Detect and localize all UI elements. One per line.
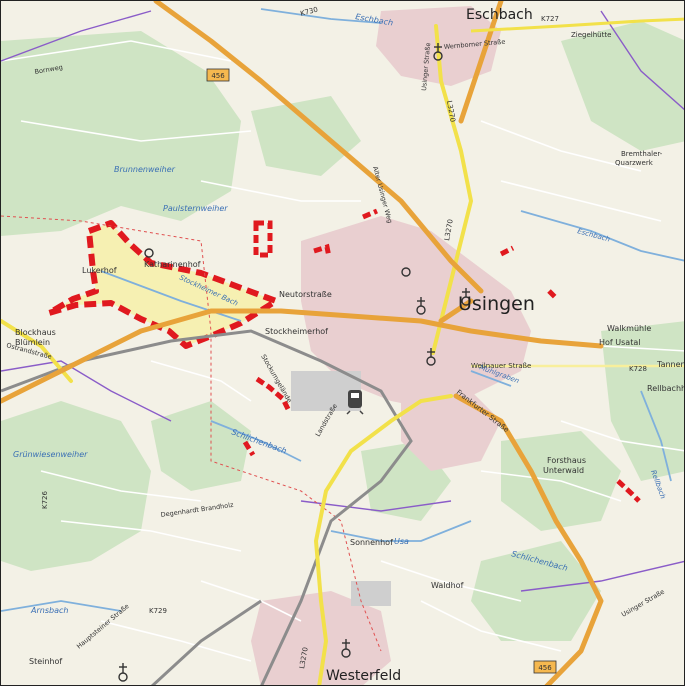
boundary-line bbox=[600, 10, 684, 111]
church-icon bbox=[401, 267, 411, 277]
forest-area bbox=[471, 541, 601, 641]
road-label-k727: K727 bbox=[541, 15, 559, 23]
road-neutorstrasse bbox=[1, 308, 604, 404]
road-b456 bbox=[153, 1, 484, 294]
forest-area bbox=[151, 401, 251, 491]
place-blockhaus-2: Blümlein bbox=[15, 338, 50, 347]
site-marker bbox=[616, 479, 641, 503]
stream-schlichenbach bbox=[210, 420, 302, 462]
road-shield-456-top: 456 bbox=[206, 68, 230, 82]
road-label-k729: K729 bbox=[149, 607, 167, 615]
church-icon bbox=[144, 248, 154, 258]
poi-markers bbox=[118, 43, 471, 682]
water-arnsbach: Arnsbach bbox=[30, 606, 68, 615]
place-hof-usatal: Hof Usatal bbox=[599, 338, 640, 347]
stream-eschbach-east bbox=[520, 210, 684, 262]
town-eschbach: Eschbach bbox=[466, 7, 533, 23]
urban-westerfeld bbox=[251, 591, 391, 685]
railway bbox=[1, 329, 413, 685]
town-westerfeld: Westerfeld bbox=[326, 668, 401, 684]
boundary-line bbox=[1, 10, 152, 62]
water-brunnenweiher: Brunnenweiher bbox=[114, 165, 176, 174]
stream-usa bbox=[330, 520, 472, 542]
place-steinhof: Steinhof bbox=[29, 657, 62, 666]
road-frankfurter bbox=[453, 393, 604, 685]
protected-area[interactable] bbox=[46, 220, 279, 349]
forest-area bbox=[1, 31, 241, 236]
road-label-l3270: L3270 bbox=[445, 100, 457, 123]
boundary-line bbox=[300, 500, 452, 512]
urban-usingen-south bbox=[401, 391, 501, 471]
road-k727 bbox=[470, 17, 684, 33]
road-shield-label: 456 bbox=[538, 664, 552, 672]
place-forsthaus-2: Unterwald bbox=[543, 466, 584, 475]
place-bremthaler-1: Bremthaler- bbox=[621, 150, 663, 158]
place-forsthaus-1: Forsthaus bbox=[547, 456, 586, 465]
place-rellbachhof: Rellbachho bbox=[647, 384, 685, 393]
road-label-l3270-2: L3270 bbox=[443, 219, 455, 242]
stream-muehlgraben bbox=[470, 370, 512, 387]
road-shield-label: 456 bbox=[211, 72, 225, 80]
stream-eschbach bbox=[260, 8, 382, 24]
boundary-line bbox=[1, 360, 172, 422]
church-icon bbox=[118, 663, 128, 682]
protected-sites bbox=[242, 208, 641, 503]
railway-branch bbox=[150, 599, 262, 685]
train-station-icon[interactable] bbox=[346, 390, 364, 415]
road-b456-east bbox=[458, 1, 504, 124]
street-weilnauer: Weilnauer Straße bbox=[471, 362, 531, 370]
site-marker bbox=[255, 376, 292, 413]
streams bbox=[1, 8, 684, 612]
church-icon bbox=[461, 288, 471, 306]
forest-area bbox=[1, 401, 151, 571]
place-katharinenhof: Katharinenhof bbox=[144, 260, 201, 269]
water-usa: Usa bbox=[394, 537, 409, 546]
church-icon bbox=[416, 297, 426, 315]
trail-line bbox=[1, 215, 382, 652]
forest-area bbox=[561, 21, 684, 151]
church-icon bbox=[433, 43, 443, 61]
urban-usingen bbox=[301, 216, 531, 411]
site-marker bbox=[242, 440, 256, 457]
place-waldhof: Waldhof bbox=[431, 581, 464, 590]
church-icon bbox=[341, 639, 351, 658]
place-stockheimerhof: Stockheimerhof bbox=[265, 327, 328, 336]
road-label-k728: K728 bbox=[629, 365, 647, 373]
church-icon bbox=[426, 348, 436, 366]
admin-boundaries bbox=[1, 10, 684, 592]
place-lukerhof: Lukerhof bbox=[82, 266, 117, 275]
street-ziegelhuette: Ziegelhütte bbox=[571, 31, 611, 39]
place-blockhaus-1: Blockhaus bbox=[15, 328, 56, 337]
forest-area bbox=[251, 96, 361, 176]
road-shield-456-bottom: 456 bbox=[533, 660, 557, 674]
site-marker bbox=[253, 220, 273, 258]
site-marker bbox=[547, 289, 559, 301]
industrial-area bbox=[351, 581, 391, 606]
stream-arnsbach bbox=[1, 600, 122, 612]
stream-stockheimer bbox=[100, 270, 242, 322]
site-marker bbox=[313, 243, 332, 258]
stream-rellbach bbox=[640, 390, 672, 482]
site-marker bbox=[499, 245, 515, 257]
place-bremthaler-2: Quarzwerk bbox=[615, 159, 654, 167]
boundary-line bbox=[520, 560, 684, 592]
street-neutorstrasse: Neutorstraße bbox=[279, 290, 332, 299]
road-label-l3270-3: L3270 bbox=[298, 647, 310, 670]
road-label-k726: K726 bbox=[41, 491, 49, 509]
major-roads bbox=[1, 1, 604, 685]
minor-roads bbox=[1, 40, 684, 662]
road-frankfurter-south bbox=[313, 394, 453, 685]
water-gruenwiesenweiher: Grünwiesenweiher bbox=[13, 450, 88, 459]
water-paulsternweiher: Paulsternweiher bbox=[163, 204, 228, 213]
place-sonnenhof: Sonnenhof bbox=[350, 538, 393, 547]
town-usingen: Usingen bbox=[458, 293, 535, 315]
site-marker bbox=[362, 208, 378, 220]
place-walkmuehle: Walkmühle bbox=[607, 324, 651, 333]
place-tannen: Tannen bbox=[656, 360, 685, 369]
